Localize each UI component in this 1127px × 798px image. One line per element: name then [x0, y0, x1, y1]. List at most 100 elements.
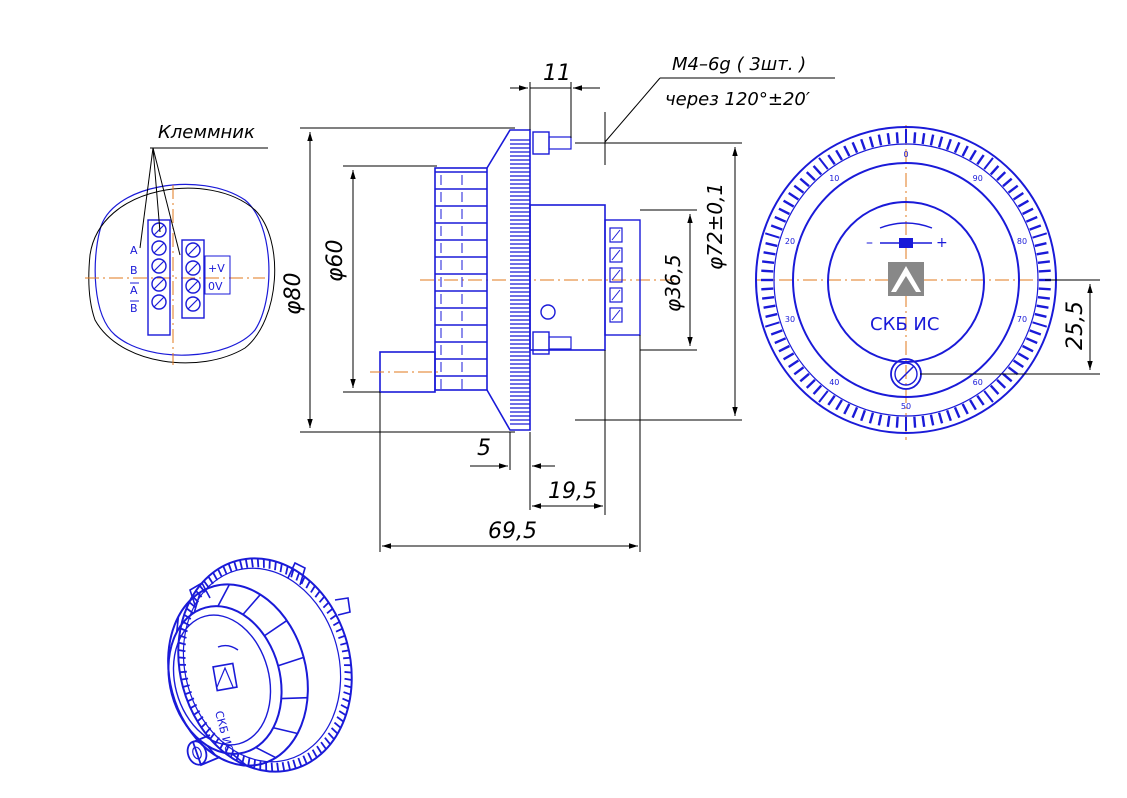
iso-tooth — [333, 721, 342, 729]
iso-tooth — [203, 580, 210, 589]
dial-tick — [788, 192, 800, 201]
dial-tick — [765, 312, 778, 318]
dial-scale-label: 70 — [1017, 315, 1027, 324]
iso-tooth — [281, 762, 286, 772]
iso-tooth — [274, 561, 277, 571]
dial-tick — [895, 132, 899, 144]
dial-tick — [770, 329, 783, 336]
iso-tooth — [207, 576, 214, 585]
iso-tooth — [180, 677, 189, 681]
thread-note-line1: M4–6g ( 3шт. ) — [672, 54, 806, 75]
terminal-label-zero-v: 0V — [208, 280, 223, 293]
iso-tooth — [343, 656, 351, 660]
iso-tooth — [307, 752, 313, 762]
iso-tooth — [340, 642, 348, 646]
iso-tooth — [341, 649, 350, 653]
iso-tooth — [276, 762, 280, 772]
terminal-label-a: A — [130, 244, 138, 257]
dial-scale-label: 0 — [903, 150, 908, 159]
iso-tooth — [316, 745, 323, 754]
dial-tick — [799, 177, 810, 188]
iso-tooth — [179, 670, 187, 674]
iso-tooth — [314, 590, 321, 598]
dial-tick — [778, 344, 790, 353]
iso-rib — [273, 726, 298, 735]
dial-tick — [799, 372, 810, 383]
iso-tooth — [318, 596, 326, 603]
dial-tick — [782, 352, 795, 361]
iso-tooth — [287, 761, 291, 771]
dial-tick — [843, 145, 851, 157]
iso-tooth — [340, 704, 349, 710]
dial-tick — [860, 409, 867, 422]
terminal-label-b: B — [130, 264, 138, 277]
dim-d80: φ80 — [281, 272, 306, 315]
side-dimensions: φ80 φ60 φ72±0,1 φ36,5 11 M4–6g ( 3шт. ) … — [281, 54, 835, 552]
iso-tooth — [180, 627, 188, 633]
iso-tooth — [311, 749, 318, 758]
dial-tick — [827, 154, 836, 166]
flange-teeth — [510, 139, 530, 425]
dial-scale-label: 30 — [785, 315, 795, 324]
dial-tick — [983, 390, 994, 403]
side-terminal-screws — [609, 227, 623, 323]
terminal-screw — [185, 296, 201, 312]
dial-tick — [1007, 366, 1019, 376]
iso-tooth — [290, 568, 295, 578]
iso-tooth — [178, 649, 186, 653]
dial-tick — [762, 295, 775, 300]
terminal-screw — [185, 260, 201, 276]
iso-tooth — [292, 759, 297, 769]
iso-tooth — [297, 757, 303, 767]
iso-rib — [242, 594, 261, 616]
iso-rib — [231, 753, 248, 767]
skbis-logo — [888, 262, 924, 296]
terminal-screw — [151, 258, 167, 274]
dial-tick — [765, 242, 778, 248]
iso-tooth — [343, 691, 351, 696]
dim-d72: φ72±0,1 — [703, 183, 727, 270]
dial-tick — [989, 165, 1000, 176]
dial-tick — [961, 145, 969, 157]
dial-tick — [929, 134, 935, 146]
iso-tooth — [190, 703, 198, 709]
terminal-label-plus-v: +V — [208, 262, 225, 275]
iso-tooth — [178, 656, 186, 659]
dial-tick — [868, 412, 875, 424]
dial-tick — [1029, 329, 1042, 336]
iso-tooth — [344, 671, 352, 674]
iso-tooth — [279, 563, 283, 573]
iso-tooth — [270, 762, 274, 772]
dial-tick — [1036, 251, 1049, 256]
terminal-screws-right — [185, 242, 201, 312]
terminal-label-a-inv: A — [130, 284, 138, 297]
dial-tick — [805, 171, 816, 181]
dial-scale-label: 10 — [829, 174, 839, 183]
dial-tick — [843, 403, 851, 415]
dial-direction-icon — [899, 238, 913, 248]
dial-tick — [953, 406, 961, 419]
dial-tick — [937, 412, 944, 424]
iso-tooth — [329, 614, 337, 620]
iso-tooth — [295, 572, 301, 581]
iso-tooth — [320, 741, 327, 750]
dial-tick — [953, 141, 961, 154]
dim-5: 5 — [477, 436, 491, 461]
dial-tick — [793, 184, 805, 194]
dial-tick — [969, 399, 977, 411]
terminal-screw — [185, 278, 201, 294]
dial-tick — [770, 224, 783, 231]
dial-tick — [1012, 192, 1024, 201]
dial-tick — [868, 136, 875, 148]
dial-tick — [761, 287, 774, 291]
dial-scale-ticks — [761, 129, 1051, 431]
dial-tick — [913, 132, 917, 144]
dial-tick — [1002, 372, 1013, 383]
iso-tooth — [256, 558, 260, 568]
iso-tooth — [212, 572, 219, 581]
iso-tooth — [330, 727, 339, 735]
dial-tick — [778, 207, 790, 216]
dim-11: 11 — [543, 61, 571, 86]
iso-rib — [263, 619, 288, 637]
